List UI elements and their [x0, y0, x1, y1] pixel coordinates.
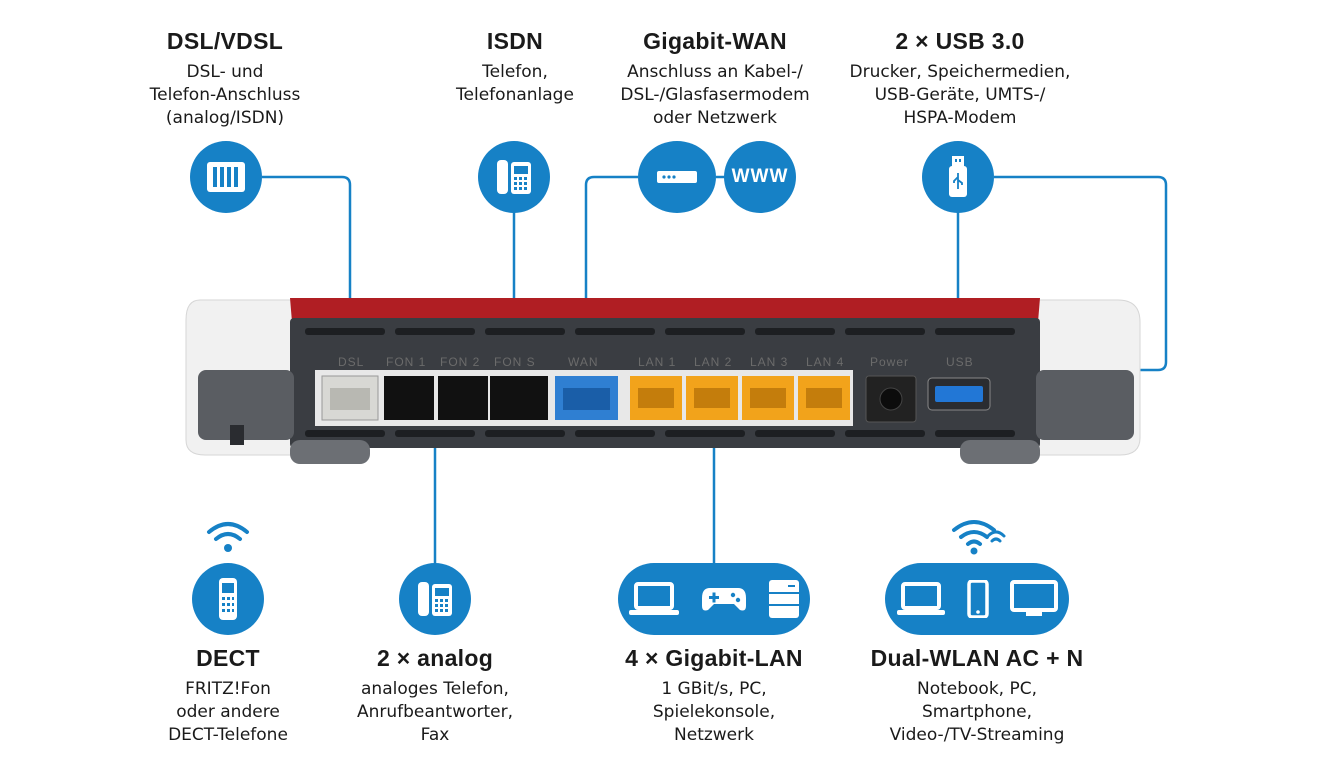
desc-line: Netzwerk — [674, 725, 754, 745]
laptop-icon — [629, 582, 679, 615]
gigabit-wan-block: Gigabit-WAN Anschluss an Kabel-/ DSL-/Gl… — [590, 28, 840, 130]
desc-line: Telefon, — [482, 62, 548, 82]
dect-wifi-icon — [207, 522, 249, 552]
port-label-wan: WAN — [568, 355, 599, 369]
fon2-port — [438, 376, 488, 420]
usb-desc: Drucker, Speichermedien, USB-Geräte, UMT… — [820, 61, 1100, 130]
desc-line: Video-/TV-Streaming — [889, 725, 1065, 745]
isdn-title: ISDN — [486, 28, 544, 54]
desc-line: oder Netzwerk — [652, 108, 777, 128]
desc-line: Spielekonsole, — [652, 702, 776, 722]
analog-title: 2 × analog — [376, 645, 494, 671]
port-label-power: Power — [870, 355, 910, 369]
dsl-vdsl-desc: DSL- und Telefon-Anschluss (analog/ISDN) — [110, 61, 340, 130]
desc-line: oder andere — [176, 702, 280, 722]
desc-line: (analog/ISDN) — [165, 108, 285, 128]
port-label-fon-s0: FON S — [494, 355, 536, 369]
port-label-lan4: LAN 4 — [806, 355, 845, 369]
usb-title: 2 × USB 3.0 — [895, 28, 1025, 54]
tv-icon — [1010, 580, 1059, 616]
www-icon: WWW — [724, 141, 796, 213]
dect-block: DECT FRITZ!Fon oder andere DECT-Telefone — [128, 645, 328, 747]
usb-block: 2 × USB 3.0 Drucker, Speichermedien, USB… — [820, 28, 1100, 130]
desc-line: 1 GBit/s, PC, — [661, 679, 767, 699]
desc-line: Anrufbeantworter, — [356, 702, 514, 722]
gigabit-wan-title: Gigabit-WAN — [643, 28, 787, 54]
analog-desc: analoges Telefon, Anrufbeantworter, Fax — [320, 678, 550, 747]
gigabit-wan-desc: Anschluss an Kabel-/ DSL-/Glasfasermodem… — [590, 61, 840, 130]
gigabit-lan-title: 4 × Gigabit-LAN — [625, 645, 803, 671]
fon-s0-port — [490, 376, 548, 420]
wlan-devices-icon-group — [885, 563, 1069, 635]
analog-block: 2 × analog analoges Telefon, Anrufbeantw… — [320, 645, 550, 747]
desc-line: USB-Geräte, UMTS-/ — [874, 85, 1046, 105]
modem-icon — [638, 141, 716, 213]
dual-wlan-desc: Notebook, PC, Smartphone, Video-/TV-Stre… — [850, 678, 1104, 747]
notebook-icon — [896, 582, 945, 615]
router — [185, 298, 1141, 464]
desc-line: Anschluss an Kabel-/ — [627, 62, 803, 82]
port-label-dsl: DSL — [338, 355, 365, 369]
desc-line: DSL- und — [186, 62, 264, 82]
gigabit-lan-block: 4 × Gigabit-LAN 1 GBit/s, PC, Spielekons… — [594, 645, 834, 747]
desc-line: HSPA-Modem — [903, 108, 1017, 128]
analog-phone-icon — [399, 563, 471, 635]
smartphone-icon — [967, 580, 989, 618]
desc-line: DSL-/Glasfasermodem — [620, 85, 810, 105]
fon1-port — [384, 376, 434, 420]
port-label-lan2: LAN 2 — [694, 355, 733, 369]
isdn-desc: Telefon, Telefonanlage — [420, 61, 610, 107]
dsl-vdsl-block: DSL/VDSL DSL- und Telefon-Anschluss (ana… — [110, 28, 340, 130]
desc-line: Smartphone, — [921, 702, 1033, 722]
dect-desc: FRITZ!Fon oder andere DECT-Telefone — [128, 678, 328, 747]
gamepad-icon — [702, 588, 746, 611]
desc-line: analoges Telefon, — [361, 679, 509, 699]
dsl-vdsl-title: DSL/VDSL — [166, 28, 284, 54]
dual-wlan-wifi-icon — [952, 520, 1006, 555]
desc-line: Telefonanlage — [456, 85, 574, 105]
www-label: WWW — [731, 166, 789, 187]
usb-stick-icon — [922, 141, 994, 213]
desc-line: Notebook, PC, — [916, 679, 1037, 699]
dsl-connector-line — [262, 175, 352, 350]
isdn-phone-icon — [478, 141, 550, 213]
desc-line: Telefon-Anschluss — [149, 85, 301, 105]
port-label-fon1: FON 1 — [386, 355, 427, 369]
desc-line: FRITZ!Fon — [185, 679, 271, 699]
dect-handset-icon — [192, 563, 264, 635]
wan-connector-line — [584, 175, 638, 350]
isdn-block: ISDN Telefon, Telefonanlage — [420, 28, 610, 107]
port-label-fon2: FON 2 — [440, 355, 481, 369]
gigabit-lan-desc: 1 GBit/s, PC, Spielekonsole, Netzwerk — [594, 678, 834, 747]
server-icon — [769, 580, 799, 618]
port-label-usb: USB — [946, 355, 974, 369]
dual-wlan-block: Dual-WLAN AC + N Notebook, PC, Smartphon… — [850, 645, 1104, 747]
dect-title: DECT — [196, 645, 260, 671]
lan-devices-icon-group — [618, 563, 810, 635]
desc-line: Fax — [420, 725, 450, 745]
port-label-lan1: LAN 1 — [638, 355, 677, 369]
desc-line: DECT-Telefone — [168, 725, 288, 745]
dual-wlan-title: Dual-WLAN AC + N — [870, 645, 1084, 671]
usb-side-connector-line — [994, 175, 1168, 372]
port-label-lan3: LAN 3 — [750, 355, 789, 369]
dsl-socket-icon — [190, 141, 262, 213]
desc-line: Drucker, Speichermedien, — [849, 62, 1071, 82]
